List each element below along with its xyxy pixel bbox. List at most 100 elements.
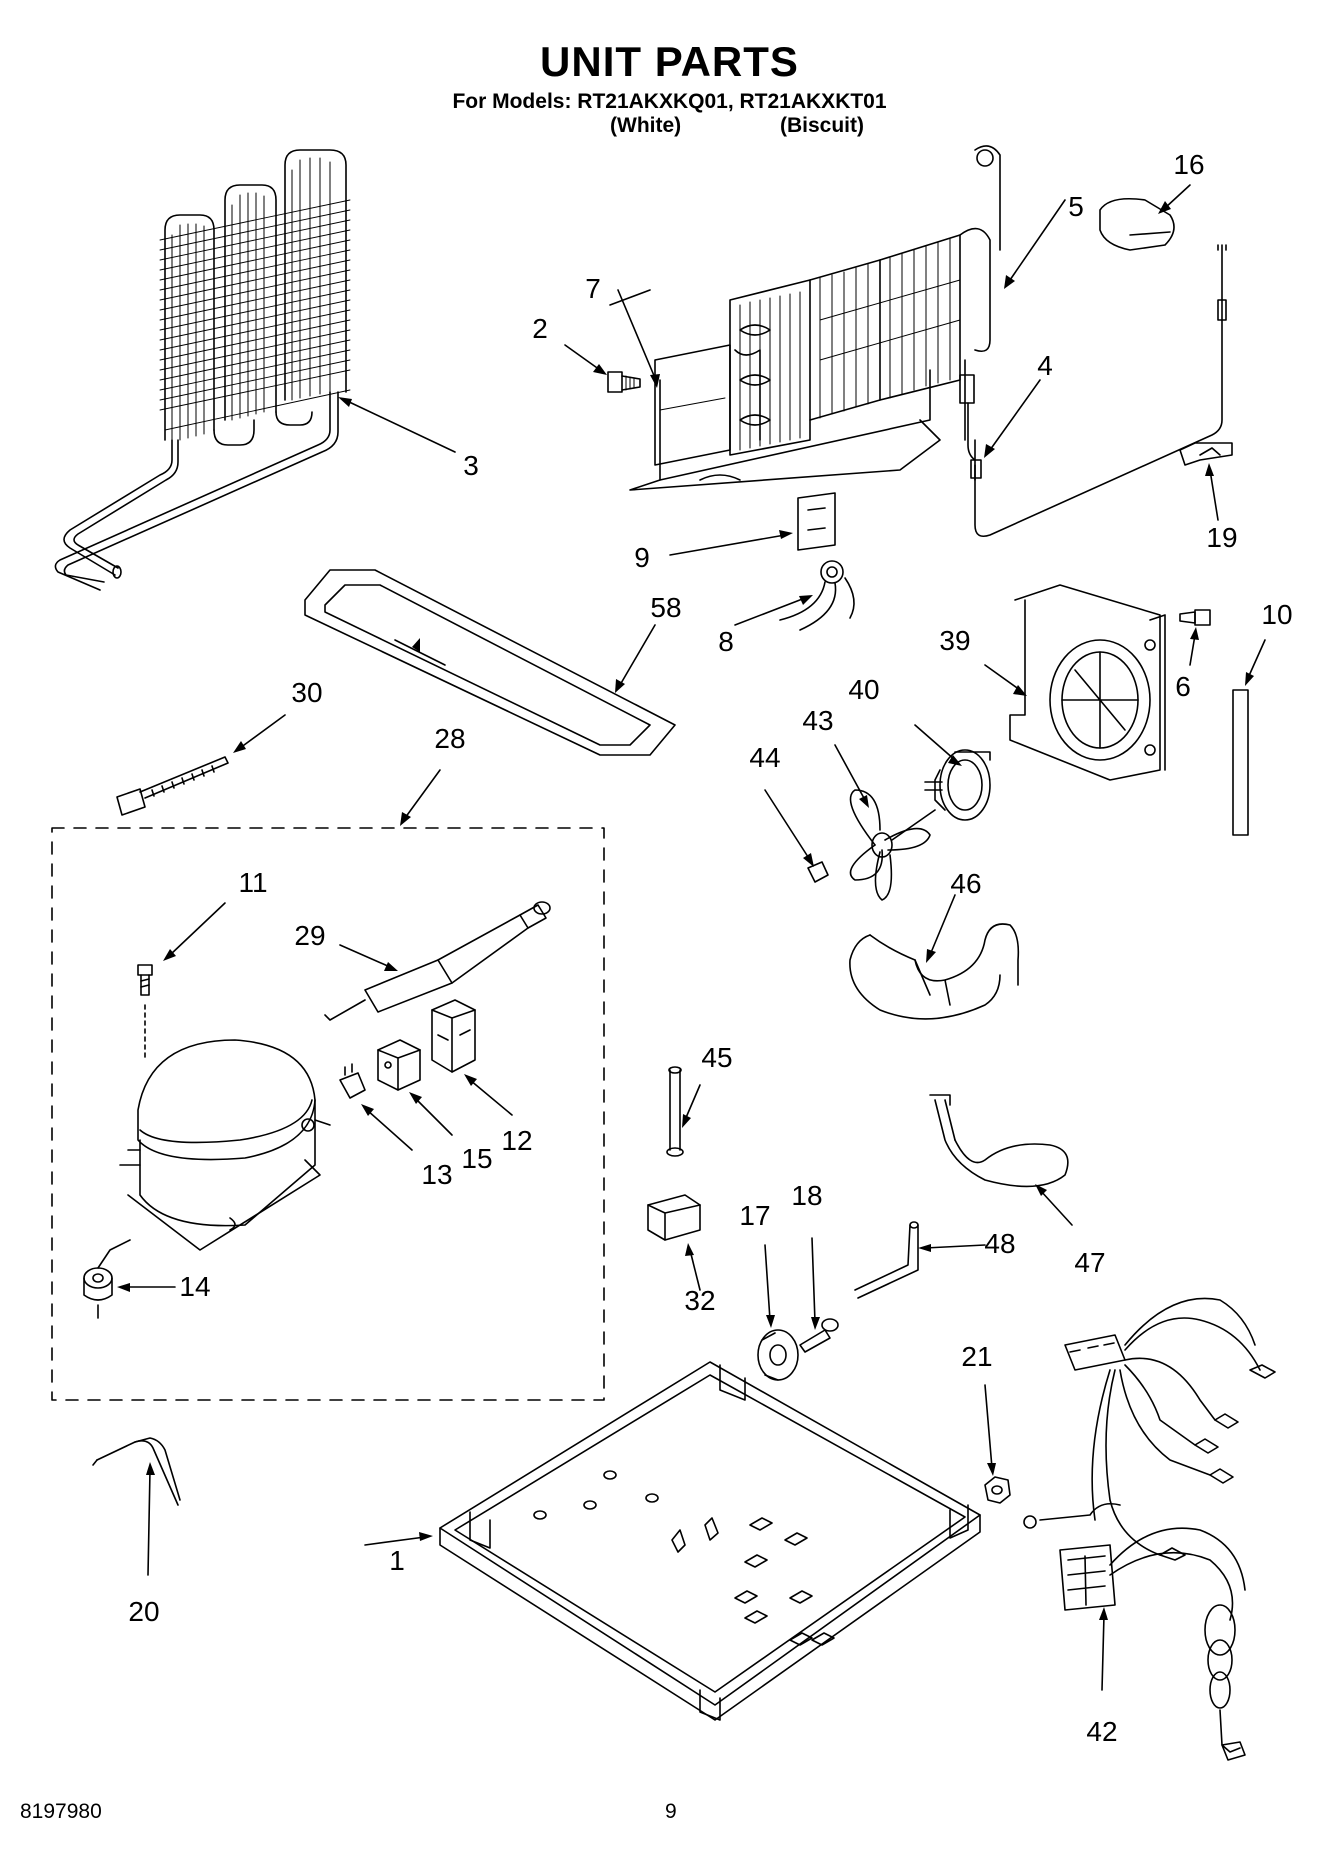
callout-29: 29 xyxy=(294,920,326,951)
callout-13: 13 xyxy=(421,1159,453,1190)
evaporator-assembly xyxy=(630,146,1000,490)
callout-47: 47 xyxy=(1074,1247,1106,1278)
callout-5: 5 xyxy=(1068,191,1084,222)
thermistor-4 xyxy=(960,245,1226,536)
leader-2 xyxy=(565,345,600,370)
callout-10: 10 xyxy=(1261,599,1293,630)
callout-42: 42 xyxy=(1086,1716,1118,1747)
callout-30: 30 xyxy=(291,677,323,708)
callout-11: 11 xyxy=(238,867,268,898)
callout-20: 20 xyxy=(128,1596,160,1627)
screw-6 xyxy=(1180,610,1210,625)
clip-20 xyxy=(93,1438,180,1505)
nut-21 xyxy=(985,1477,1010,1503)
grommet-17 xyxy=(758,1330,798,1380)
leader-30 xyxy=(240,715,285,748)
condenser-coil xyxy=(55,150,350,590)
callout-4: 4 xyxy=(1037,350,1053,381)
leader-58 xyxy=(620,625,655,685)
clip-19 xyxy=(1180,443,1232,465)
leader-6 xyxy=(1190,635,1195,665)
callout-7: 7 xyxy=(585,273,601,304)
compressor xyxy=(120,1040,330,1250)
cover-12 xyxy=(432,1000,475,1072)
leader-16 xyxy=(1165,185,1190,208)
callout-32: 32 xyxy=(684,1285,716,1316)
leader-28 xyxy=(405,770,440,818)
leader-18 xyxy=(812,1238,815,1322)
callout-8: 8 xyxy=(718,626,734,657)
callout-9: 9 xyxy=(634,542,650,573)
leader-40 xyxy=(915,725,955,760)
leader-7a xyxy=(610,290,650,305)
leader-15 xyxy=(415,1098,452,1135)
drain-pan-58 xyxy=(305,570,675,755)
callout-58: 58 xyxy=(650,592,682,623)
callout-21: 21 xyxy=(961,1341,993,1372)
relay-32 xyxy=(648,1195,700,1240)
variant-biscuit: (Biscuit) xyxy=(780,114,864,137)
leader-48 xyxy=(925,1245,985,1248)
cable-tie-30 xyxy=(117,757,228,815)
drier-29 xyxy=(325,902,550,1020)
leader-3 xyxy=(345,400,455,452)
fan-motor-40 xyxy=(925,750,990,820)
variant-white: (White) xyxy=(610,114,682,137)
tube-46 xyxy=(850,924,1018,1019)
fan-blade-43 xyxy=(851,790,936,900)
bracket-9 xyxy=(798,493,835,550)
page-number: 9 xyxy=(665,1800,677,1823)
leader-45 xyxy=(685,1085,700,1120)
screw-11 xyxy=(138,965,152,995)
callout-3: 3 xyxy=(463,450,479,481)
callout-43: 43 xyxy=(802,705,834,736)
leader-43 xyxy=(835,745,865,800)
leader-42 xyxy=(1102,1615,1104,1690)
callout-1: 1 xyxy=(389,1545,405,1576)
cap-16 xyxy=(1100,199,1174,250)
leader-46 xyxy=(930,895,955,955)
grommet-14 xyxy=(84,1240,130,1318)
leader-5 xyxy=(1010,200,1065,280)
leader-11 xyxy=(170,903,225,955)
base-frame-1 xyxy=(440,1362,980,1720)
bolt-18 xyxy=(800,1319,838,1352)
callout-44: 44 xyxy=(749,742,781,773)
callout-18: 18 xyxy=(791,1180,823,1211)
leader-32 xyxy=(690,1250,700,1290)
callout-16: 16 xyxy=(1173,149,1205,180)
leader-20 xyxy=(148,1470,150,1575)
leader-21 xyxy=(985,1385,992,1468)
callout-2: 2 xyxy=(532,313,548,344)
leader-44 xyxy=(765,790,810,860)
fan-shroud-39 xyxy=(1010,585,1165,780)
callout-12: 12 xyxy=(501,1125,533,1156)
page-title: UNIT PARTS xyxy=(540,38,799,85)
callout-14: 14 xyxy=(179,1271,211,1302)
callout-45: 45 xyxy=(701,1042,733,1073)
clip-44 xyxy=(808,862,828,882)
leader-29 xyxy=(340,945,390,967)
compressor-kit-28-outline xyxy=(52,828,604,1400)
leader-39 xyxy=(985,665,1020,690)
leader-13 xyxy=(367,1110,412,1150)
callout-28: 28 xyxy=(434,723,466,754)
leader-10 xyxy=(1248,640,1265,678)
callout-40: 40 xyxy=(848,674,880,705)
start-device-15 xyxy=(378,1040,420,1090)
leader-1 xyxy=(365,1537,425,1545)
callout-48: 48 xyxy=(984,1228,1016,1259)
leader-7 xyxy=(618,290,655,378)
pin-45 xyxy=(667,1067,683,1156)
callout-19: 19 xyxy=(1206,522,1238,553)
wiring-harness-42 xyxy=(1024,1298,1275,1760)
leader-12 xyxy=(470,1080,512,1115)
document-number: 8197980 xyxy=(20,1800,102,1823)
overload-13 xyxy=(340,1064,365,1098)
leader-47 xyxy=(1040,1190,1072,1225)
capillary-tube-47 xyxy=(930,1095,1068,1186)
callout-6: 6 xyxy=(1175,671,1191,702)
leader-8 xyxy=(735,598,805,625)
leader-9 xyxy=(670,535,785,555)
